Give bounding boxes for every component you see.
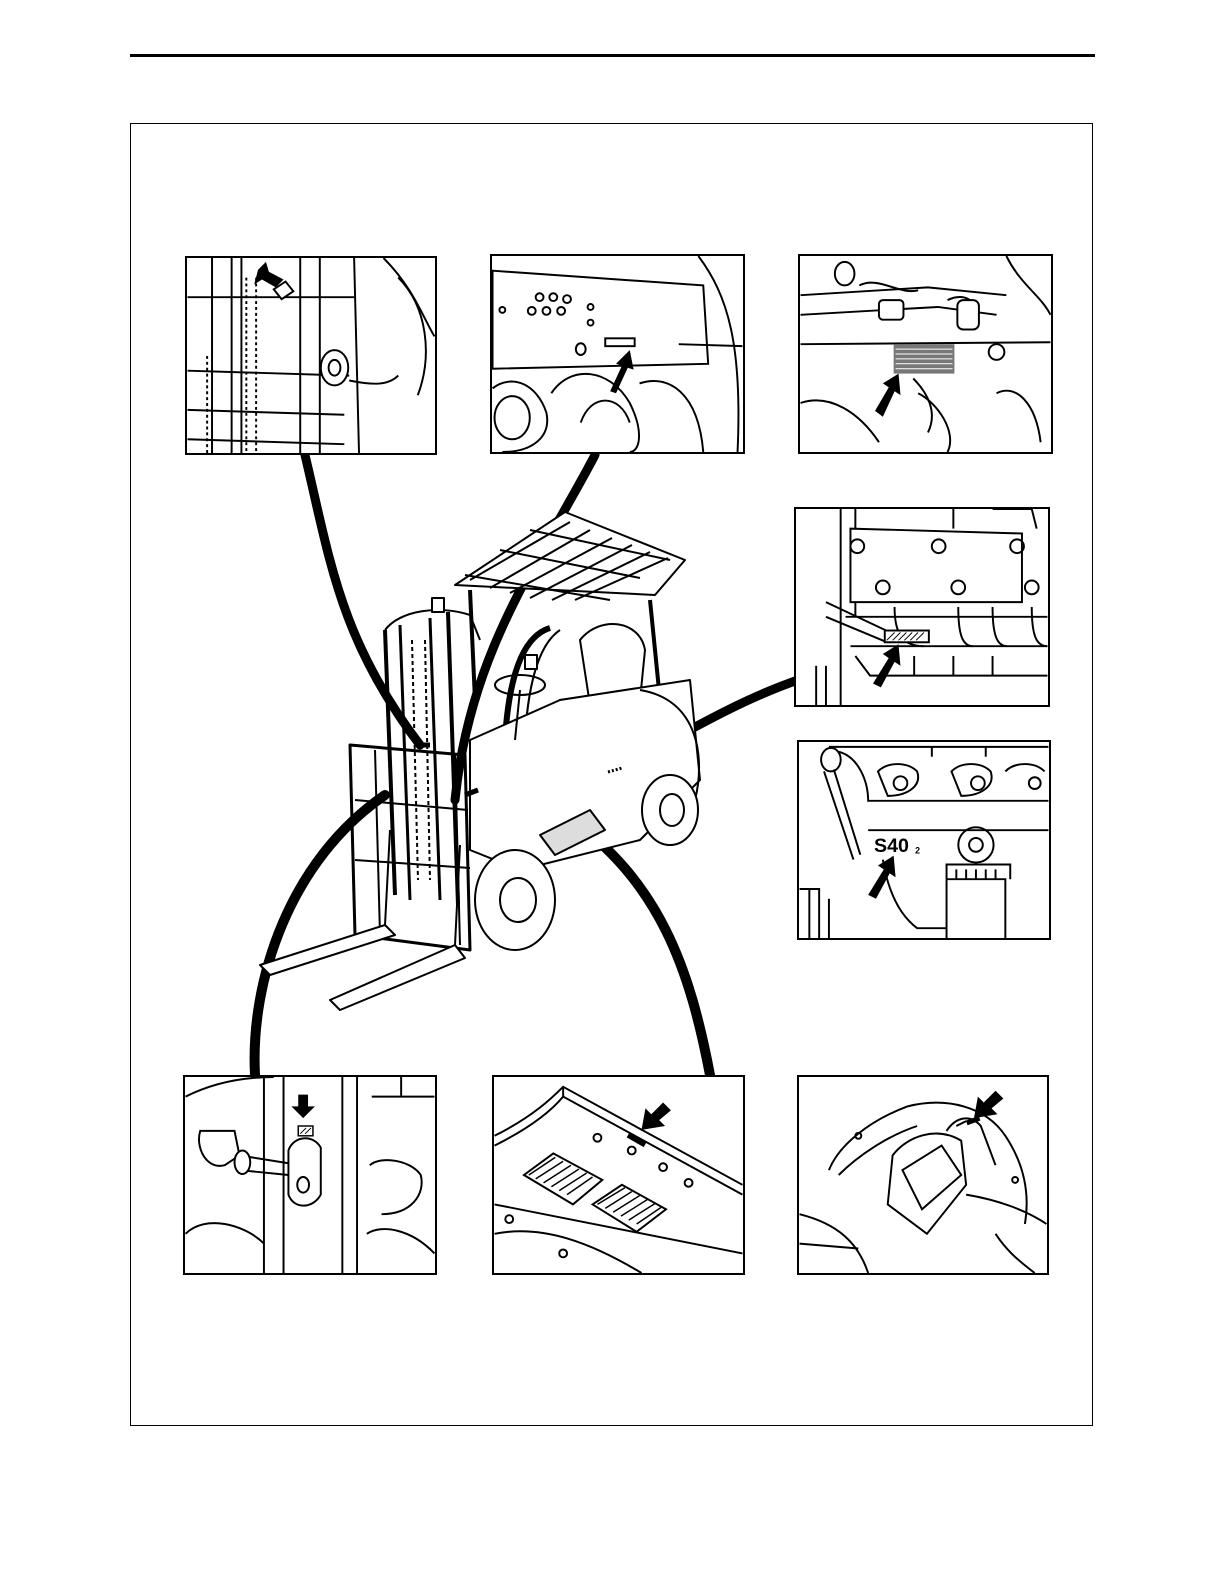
arrow-icon: [610, 350, 634, 393]
arrow-icon: [875, 374, 900, 417]
arrow-icon: [254, 262, 283, 287]
arrow-icon: [974, 1091, 1003, 1118]
engine-stamp-suffix: 2: [915, 846, 920, 856]
engine-stamp-text: S40: [874, 835, 909, 857]
detail-panel-mast-bracket-plate: [183, 1075, 437, 1275]
arrow-icon: [642, 1102, 671, 1129]
detail-panel-mast-plate: [185, 256, 437, 455]
header-rule: [130, 54, 1095, 57]
detail-panel-transmission-housing-label: [797, 1075, 1049, 1275]
detail-panel-engine-block-label: [798, 254, 1053, 454]
detail-panel-frame-side-plate: [490, 254, 745, 454]
detail-panel-engine-number-stamp: S40 2: [797, 740, 1051, 940]
arrow-icon: [291, 1095, 315, 1119]
detail-panel-floor-plate-label: [492, 1075, 745, 1275]
arrow-icon: [873, 644, 900, 687]
detail-panel-engine-manifold-label: [794, 507, 1050, 707]
